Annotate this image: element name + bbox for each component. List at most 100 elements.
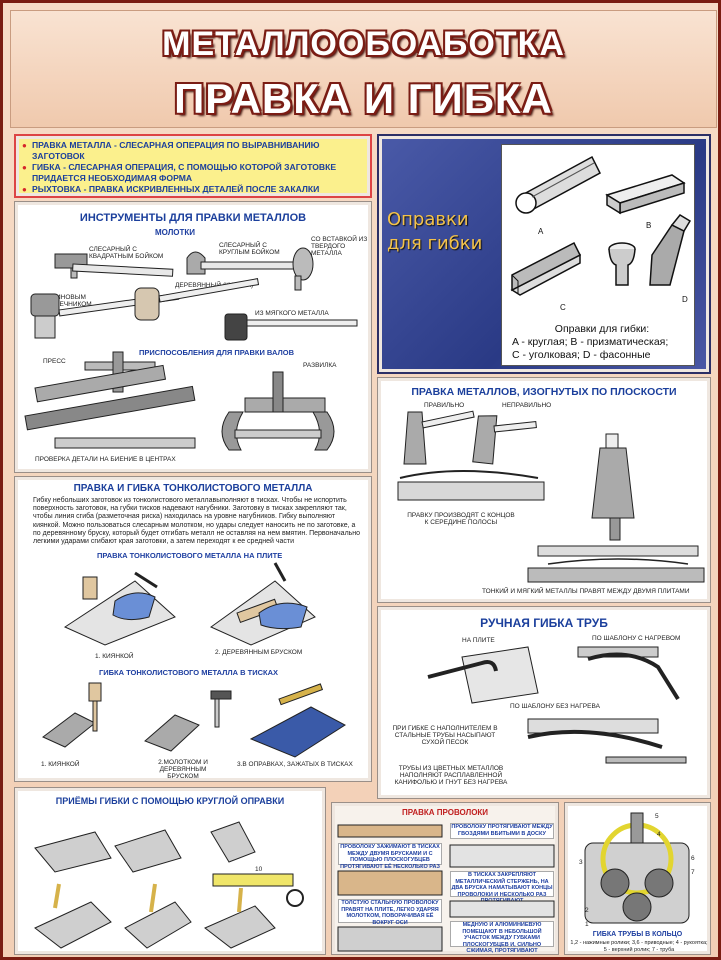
- round-hammer-label: СЛЕСАРНЫЙ С КРУГЛЫМ БОЙКОМ: [219, 242, 280, 256]
- dimension-label: 10: [255, 866, 263, 873]
- plate-block-scene: [210, 562, 316, 646]
- rubber-hammer-label: С РЕЗИНОВЫМ НАКОНЕЧНИКОМ: [37, 294, 92, 308]
- sheet-drawing: [42, 562, 346, 758]
- label-a: A: [538, 227, 544, 236]
- hammers-label: МОЛОТКИ: [155, 228, 196, 237]
- mandrels-caption-3: C - уголковая; D - фасонные: [512, 349, 651, 361]
- round-mandrel-panel: ПРИЁМЫ ГИБКИ С ПОМОЩЬЮ КРУГЛОЙ ОПРАВКИ 1…: [14, 787, 326, 955]
- mandrels-title-line1: Оправки: [387, 209, 469, 230]
- plate-mallet-label: 1. КИЯНКОЙ: [95, 653, 134, 660]
- instruments-panel: ИНСТРУМЕНТЫ ДЛЯ ПРАВКИ МЕТАЛЛОВ МОЛОТКИ …: [14, 201, 372, 473]
- num-3: 3: [579, 859, 583, 866]
- press-icon: [24, 351, 196, 449]
- mandrels-caption: Оправки для гибки: A - круглая; B - приз…: [512, 323, 692, 362]
- roller-machine: [584, 812, 690, 924]
- two-plates: [527, 545, 705, 583]
- devices-label: ПРИСПОСОБЛЕНИЯ ДЛЯ ПРАВКИ ВАЛОВ: [139, 348, 294, 357]
- label-c: C: [560, 303, 566, 312]
- correct-label: ПРАВИЛЬНО: [424, 402, 465, 409]
- num-5: 5: [655, 813, 659, 820]
- mandrels-illustration: A B C D Оправки для гибки: A - круглая; …: [501, 144, 695, 366]
- wire-item-nails: ПРОВОЛОКУ ПРОТЯГИВАЮТ МЕЖДУ ГВОЗДЯМИ ВБИ…: [450, 823, 554, 839]
- vise-hammer-scene: [144, 690, 232, 752]
- template-heat-scene: [577, 646, 680, 701]
- mandrels-title-line2: для гибки: [387, 233, 483, 254]
- wire-item-pliers: МЕДНУЮ И АЛЮМИНИЕВУЮ ПОМЕЩАЮТ В НЕБОЛЬШО…: [450, 921, 554, 954]
- plane-drawing: [397, 410, 705, 583]
- on-plate-label: НА ПЛИТЕ: [462, 637, 495, 644]
- press-label: ПРЕСС: [43, 358, 66, 365]
- wire-drawing: [337, 824, 555, 952]
- angle-mandrel: [510, 241, 582, 296]
- shaped-mandrels: [608, 214, 692, 286]
- template-heat-label: ПО ШАБЛОНУ С НАГРЕВОМ: [592, 635, 681, 642]
- sub-title: ПРАВКА И ГИБКА: [174, 75, 553, 122]
- label-b: B: [646, 221, 652, 230]
- num-2: 2: [585, 907, 589, 914]
- mandrels-panel: Оправки для гибки: [377, 134, 711, 374]
- num-6: 6: [691, 855, 695, 862]
- spreader-icon: [221, 371, 335, 451]
- nonferrous-note: ТРУБЫ ИЗ ЦВЕТНЫХ МЕТАЛЛОВ НАПОЛНЯЮТ РАСП…: [394, 765, 508, 786]
- header: МЕТАЛЛООБОАБОТКА ПРАВКА И ГИБКА: [10, 10, 717, 128]
- definitions-box: ПРАВКА МЕТАЛЛА - СЛЕСАРНАЯ ОПЕРАЦИЯ ПО В…: [14, 134, 372, 198]
- num-1: 1: [585, 921, 589, 928]
- template-no-heat-label: ПО ШАБЛОНУ БЕЗ НАГРЕВА: [510, 703, 600, 710]
- definition-truing: РЫХТОВКА - ПРАВКА ИСКРИВЛЕННЫХ ДЕТАЛЕЙ П…: [22, 184, 364, 195]
- mandrels-title: Оправки для гибки: [387, 208, 482, 256]
- ring-bending-panel: 5 4 3 6 7 2 1 ГИБКА ТРУБЫ В КОЛЬЦО 1,2 -…: [564, 802, 711, 955]
- incorrect-label: НЕПРАВИЛЬНО: [502, 402, 552, 409]
- soft-metal-label: ИЗ МЯГКОГО МЕТАЛЛА: [255, 310, 329, 317]
- plate-block-label: 2. ДЕРЕВЯННЫМ БРУСКОМ: [215, 649, 303, 656]
- main-title: МЕТАЛЛООБОАБОТКА: [162, 25, 565, 63]
- num-7: 7: [691, 869, 695, 876]
- definition-straightening: ПРАВКА МЕТАЛЛА - СЛЕСАРНАЯ ОПЕРАЦИЯ ПО В…: [22, 140, 364, 162]
- check-label: ПРОВЕРКА ДЕТАЛИ НА БИЕНИЕ В ЦЕНТРАХ: [35, 456, 176, 463]
- vise-title: ГИБКА ТОНКОЛИСТОВОГО МЕТАЛЛА В ТИСКАХ: [99, 668, 279, 677]
- round-drawing: [34, 821, 304, 949]
- spreader-label: РАЗВИЛКА: [303, 362, 337, 369]
- ring-caption: 1,2 - нажимные ролики; 3,6 - приводные; …: [570, 940, 708, 953]
- sheet-title: ПРАВКА И ГИБКА ТОНКОЛИСТОВОГО МЕТАЛЛА: [73, 483, 313, 494]
- instruments-title: ИНСТРУМЕНТЫ ДЛЯ ПРАВКИ МЕТАЛЛОВ: [79, 212, 307, 224]
- plate-title: ПРАВКА ТОНКОЛИСТОВОГО МЕТАЛЛА НА ПЛИТЕ: [97, 551, 283, 560]
- mandrels-caption-2: A - круглая; B - призматическая;: [512, 336, 669, 348]
- insert-hammer-label: СО ВСТАВКОЙ ИЗ ТВЕРДОГО МЕТАЛЛА: [311, 236, 368, 257]
- prismatic-mandrel: [605, 174, 686, 215]
- mandrels-caption-1: Оправки для гибки:: [554, 323, 650, 335]
- correct-hammer-icon: [403, 410, 475, 465]
- pipes-drawing: [427, 646, 687, 764]
- ring-drawing: [584, 812, 690, 924]
- bending-steps: [34, 821, 304, 949]
- square-hammer-label: СЛЕСАРНЫЙ С КВАДРАТНЫМ БОЙКОМ: [89, 246, 164, 260]
- plate-mallet-scene: [63, 571, 176, 646]
- two-plates-note: ТОНКИЙ И МЯГКИЙ МЕТАЛЛЫ ПРАВЯТ МЕЖДУ ДВУ…: [482, 588, 690, 595]
- pipe-bending-panel: РУЧНАЯ ГИБКА ТРУБ НА ПЛИТЕ ПО ШАБЛОНУ С …: [377, 606, 711, 799]
- definition-bending: ГИБКА - СЛЕСАРНАЯ ОПЕРАЦИЯ, С ПОМОЩЬЮ КО…: [22, 162, 364, 184]
- sheet-text: Гибку небольших заготовок из тонколистов…: [33, 497, 361, 546]
- mallet-label: ДЕРЕВЯННЫЙ (КИЯНКА): [175, 282, 254, 289]
- template-no-heat-scene: [527, 718, 687, 764]
- plane-title: ПРАВКА МЕТАЛЛОВ, ИЗОГНУТЫХ ПО ПЛОСКОСТИ: [411, 386, 677, 398]
- ends-to-middle-note: ПРАВКУ ПРОИЗВОДЯТ С КОНЦОВ К СЕРЕДИНЕ ПО…: [407, 512, 515, 526]
- filler-note: ПРИ ГИБКЕ С НАПОЛНИТЕЛЕМ В СТАЛЬНЫЕ ТРУБ…: [392, 725, 498, 746]
- round-title: ПРИЁМЫ ГИБКИ С ПОМОЩЬЮ КРУГЛОЙ ОПРАВКИ: [55, 796, 285, 806]
- pipes-title: РУЧНАЯ ГИБКА ТРУБ: [480, 616, 608, 630]
- wire-title: ПРАВКА ПРОВОЛОКИ: [401, 808, 489, 817]
- sheet-metal-panel: ПРАВКА И ГИБКА ТОНКОЛИСТОВОГО МЕТАЛЛА Ги…: [14, 476, 372, 782]
- mandrels-drawing: [510, 155, 692, 296]
- wire-item-vise-blocks: ПРОВОЛОКУ ЗАЖИМАЮТ В ТИСКАХ МЕЖДУ ДВУМЯ …: [338, 843, 442, 870]
- plates-hammer-icon: [591, 433, 635, 541]
- wire-straightening-panel: ПРАВКА ПРОВОЛОКИ ПРОВОЛОКУ ПРОТЯГИВАЮТ М…: [331, 802, 559, 955]
- num-4: 4: [657, 831, 661, 838]
- wrong-hammer-icon: [472, 415, 537, 465]
- plane-straightening-panel: ПРАВКА МЕТАЛЛОВ, ИЗОГНУТЫХ ПО ПЛОСКОСТИ …: [377, 377, 711, 603]
- vise-mandrel-scene: [249, 683, 346, 758]
- soft-hammer-icon: [224, 313, 358, 341]
- vise-hammer-label: 2.МОЛОТКОМ И ДЕРЕВЯННЫМ БРУСКОМ: [158, 759, 208, 780]
- wire-item-plate: ТОЛСТУЮ СТАЛЬНУЮ ПРОВОЛОКУ ПРАВЯТ НА ПЛИ…: [338, 899, 442, 926]
- wire-item-rod: В ТИСКАХ ЗАКРЕПЛЯЮТ МЕТАЛЛИЧЕСКИЙ СТЕРЖЕ…: [450, 871, 554, 904]
- label-d: D: [682, 295, 688, 304]
- vise-mallet-label: 1. КИЯНКОЙ: [41, 761, 80, 768]
